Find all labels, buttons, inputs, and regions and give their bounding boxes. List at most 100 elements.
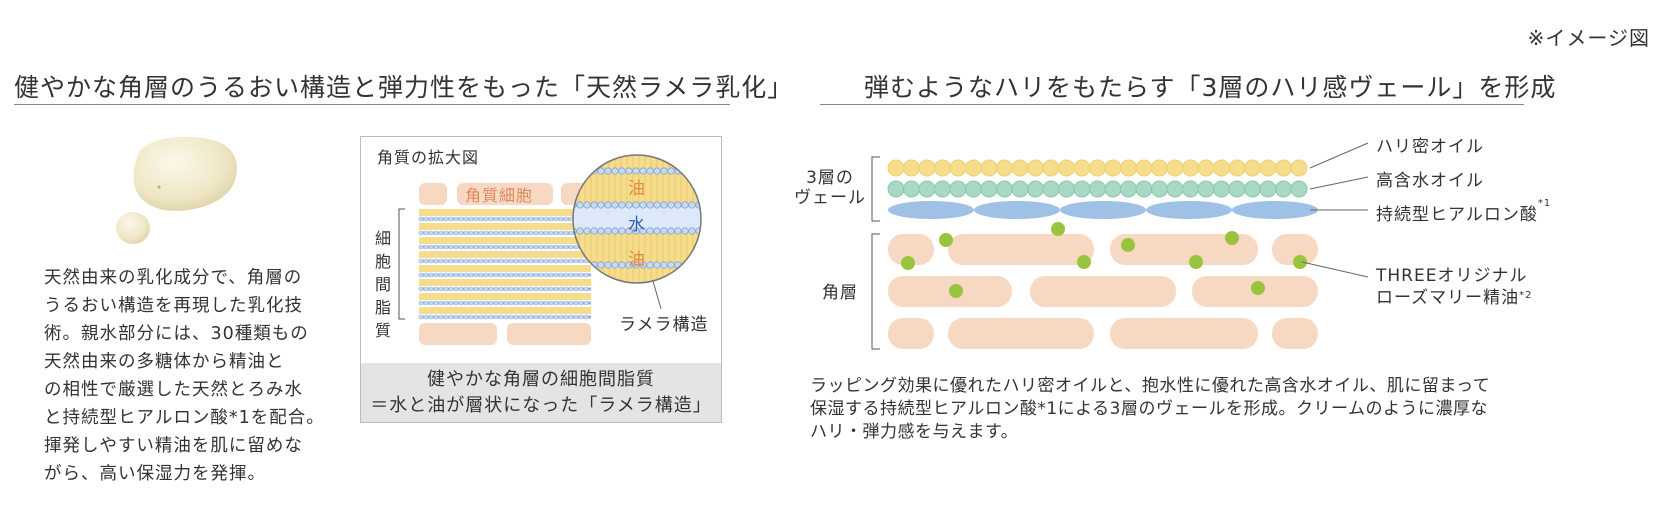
head-group — [443, 300, 449, 306]
head-group — [493, 272, 499, 278]
head-group — [578, 286, 584, 292]
head-group — [448, 314, 454, 320]
oil2-sphere — [996, 180, 1013, 198]
corneocyte — [1110, 318, 1258, 349]
rosemary-oil-dot — [1121, 238, 1135, 252]
head-group — [478, 230, 484, 236]
head-group — [443, 258, 449, 264]
hyaluronic-ellipse — [974, 201, 1060, 219]
head-group — [488, 286, 494, 292]
head-group — [458, 258, 464, 264]
left-line: 天然由来の乳化成分で、角層の — [44, 268, 303, 288]
oil2-sphere — [934, 180, 951, 198]
head-group — [498, 314, 504, 320]
head-group — [553, 300, 559, 306]
rosemary-oil-dot — [949, 284, 963, 298]
head-group — [548, 314, 554, 320]
head-group — [453, 272, 459, 278]
head-group — [473, 230, 479, 236]
head-group — [563, 300, 569, 306]
head-group — [538, 258, 544, 264]
head-group — [558, 300, 564, 306]
head-group — [428, 272, 434, 278]
right-description: ラッピング効果に優れたハリ密オイルと、抱水性に優れた高含水オイル、肌に留まって … — [810, 375, 1550, 444]
head-group — [568, 314, 574, 320]
lamella-label: ラメラ構造 — [619, 315, 709, 335]
oil1-sphere — [1244, 159, 1261, 177]
left-heading: 健やかな角層のうるおい構造と弾力性をもった「天然ラメラ乳化」 — [14, 73, 794, 102]
cell-block — [457, 183, 553, 205]
head-group — [578, 314, 584, 320]
head-group — [563, 258, 569, 264]
hyaluronic-ellipse — [1232, 201, 1318, 219]
head-group — [443, 286, 449, 292]
head-group — [548, 244, 554, 250]
oil1-sphere — [887, 159, 905, 177]
side-bracket — [398, 208, 405, 320]
head-group — [448, 272, 454, 278]
rosemary-oil-dot — [1251, 281, 1265, 295]
head-group — [488, 314, 494, 320]
head-group — [553, 230, 559, 236]
veil-label-line1: 3層の — [806, 168, 854, 188]
head-group — [448, 258, 454, 264]
oil1-sphere — [1120, 159, 1137, 177]
head-group — [443, 230, 449, 236]
head-group — [463, 244, 469, 250]
rosemary-oil-dot — [1051, 222, 1065, 236]
head-group — [438, 216, 444, 222]
head-group — [433, 258, 439, 264]
head-group — [503, 244, 509, 250]
oil2-sphere — [1011, 180, 1029, 198]
oil1-sphere — [1027, 159, 1044, 177]
head-group — [478, 314, 484, 320]
head-group — [438, 314, 444, 320]
head-group — [513, 230, 519, 236]
head-group — [463, 300, 469, 306]
left-line: がら、高い保湿力を発揮。 — [44, 464, 266, 484]
head-group — [493, 286, 499, 292]
oil-layer — [419, 209, 591, 216]
head-group — [438, 258, 444, 264]
head-group — [443, 244, 449, 250]
hyaluronic-ellipse — [1060, 201, 1146, 219]
head-group — [513, 314, 519, 320]
left-line: と持続型ヒアルロン酸*1を配合。 — [44, 408, 325, 428]
head-group — [503, 216, 509, 222]
head-group — [428, 258, 434, 264]
head-group — [533, 216, 539, 222]
head-group — [488, 244, 494, 250]
head-group — [553, 216, 559, 222]
oil1-sphere — [1073, 159, 1091, 177]
oil2-sphere — [949, 180, 967, 198]
head-group — [423, 244, 429, 250]
cell-block — [419, 323, 497, 345]
oil2-sphere — [1182, 180, 1199, 198]
veil-bracket — [871, 156, 880, 222]
oil-layer — [419, 307, 591, 314]
left-line: 術。親水部分には、30種類もの — [44, 324, 309, 344]
head-group — [478, 216, 484, 222]
head-group — [558, 314, 564, 320]
head-group — [513, 286, 519, 292]
left-line: 天然由来の多糖体から精油と — [44, 352, 285, 372]
oil1-sphere — [1135, 159, 1153, 177]
head-group — [523, 300, 529, 306]
head-group — [528, 314, 534, 320]
head-group — [498, 286, 504, 292]
left-heading-rule — [14, 104, 730, 105]
head-group — [498, 230, 504, 236]
corneocyte — [948, 318, 1094, 349]
head-group — [578, 272, 584, 278]
oil1-sphere — [903, 159, 920, 177]
head-group — [523, 258, 529, 264]
oil2-sphere — [1104, 180, 1122, 198]
head-group — [518, 300, 524, 306]
head-group — [493, 300, 499, 306]
oil2-sphere — [1135, 180, 1153, 198]
head-group — [518, 244, 524, 250]
head-group — [423, 272, 429, 278]
magnified-caption: 健やかな角層の細胞間脂質 ＝水と油が層状になった「ラメラ構造」 — [361, 363, 721, 422]
head-group — [473, 300, 479, 306]
